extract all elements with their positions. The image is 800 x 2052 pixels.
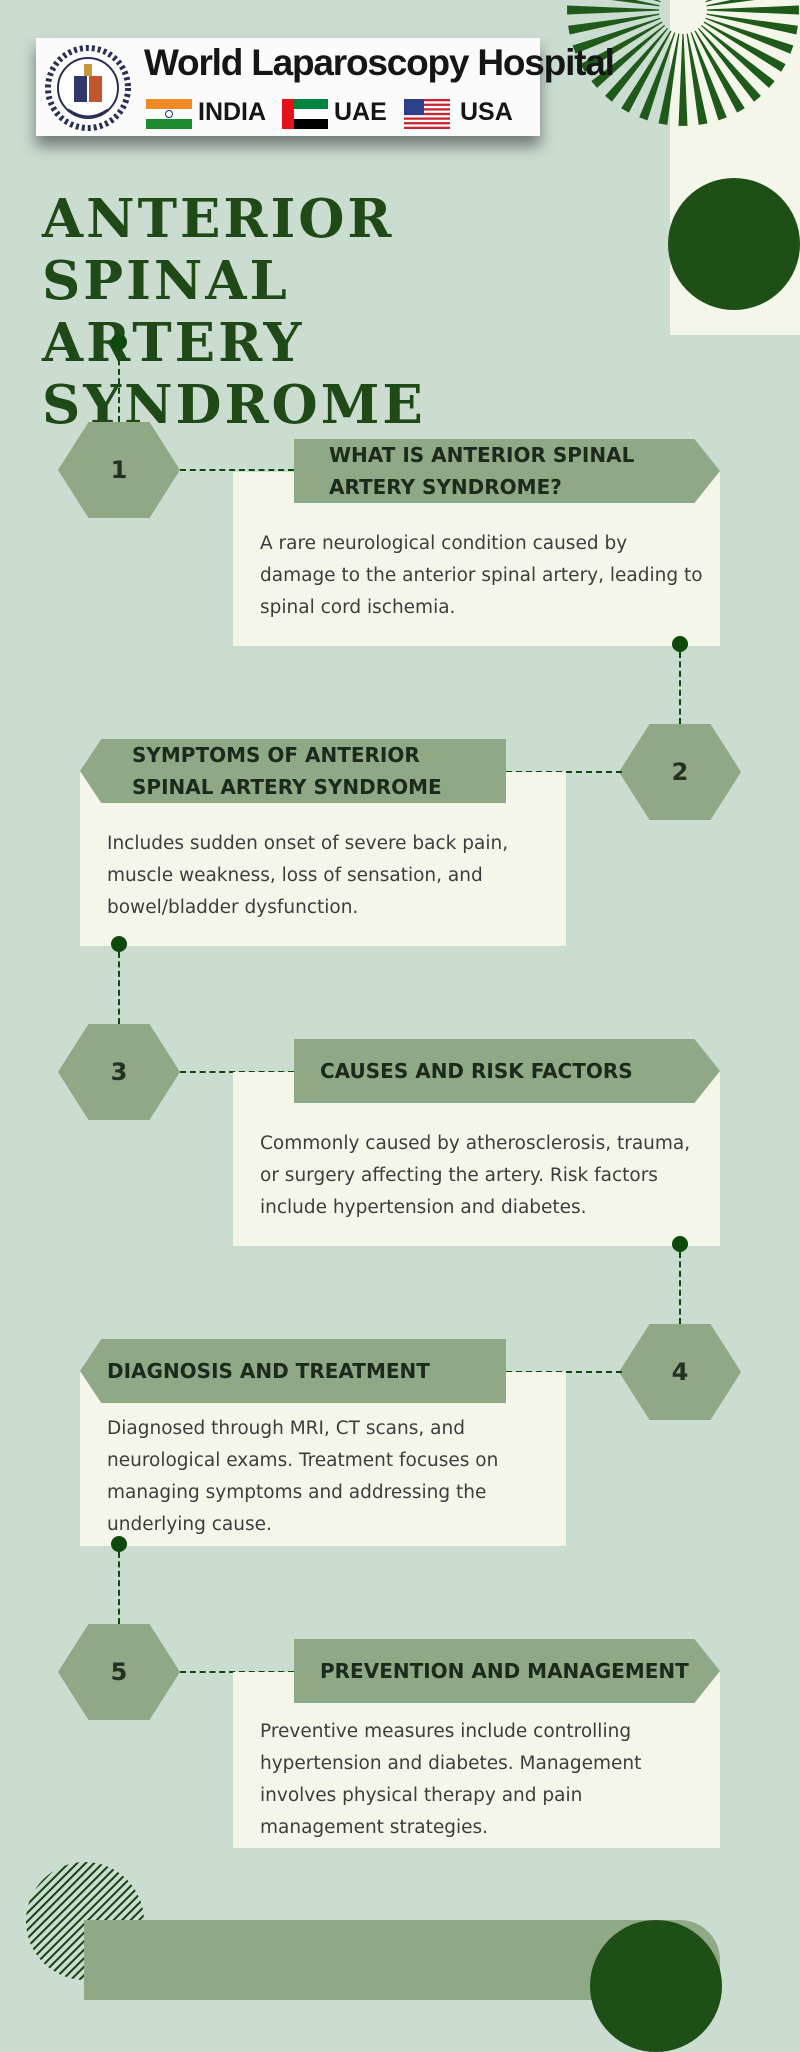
step-5-heading-banner: PREVENTION AND MANAGEMENT [294, 1639, 720, 1703]
step-1-description: A rare neurological condition caused by … [260, 533, 703, 618]
uae-flag-icon [282, 99, 328, 129]
sunburst-ray [706, 0, 755, 7]
sunburst-ray [678, 34, 688, 126]
step-3-heading: CAUSES AND RISK FACTORS [320, 1059, 633, 1083]
sunburst-ray [705, 17, 794, 54]
sunburst-ray [690, 32, 727, 121]
sunburst-ray [707, 5, 799, 15]
country-india: INDIA [198, 98, 267, 126]
step-5-heading: PREVENTION AND MANAGEMENT [320, 1659, 689, 1683]
step-4-description: Diagnosed through MRI, CT scans, and neu… [107, 1418, 499, 1535]
step-1-heading-banner: WHAT IS ANTERIOR SPINAL ARTERY SYNDROME? [294, 439, 720, 503]
timeline-dot [111, 1536, 127, 1552]
step-4-heading-banner: DIAGNOSIS AND TREATMENT [80, 1339, 506, 1403]
step-3-heading-banner: CAUSES AND RISK FACTORS [294, 1039, 720, 1103]
sunburst-ray [705, 0, 713, 3]
sunburst-ray [567, 5, 659, 15]
sunburst-ray [639, 32, 676, 121]
sunburst-ray [605, 28, 668, 102]
sunburst-ray [572, 17, 661, 54]
step-4-heading: DIAGNOSIS AND TREATMENT [107, 1359, 430, 1383]
sunburst-ray [580, 21, 663, 72]
flag-stripe [404, 117, 450, 120]
step-5-number-hexagon: 5 [58, 1624, 180, 1720]
timeline-dot [111, 936, 127, 952]
sunburst-ray [703, 21, 786, 72]
sunburst-ray [611, 0, 660, 7]
step-4-number-hexagon: 4 [619, 1324, 741, 1420]
timeline-connector [679, 1252, 681, 1324]
step-2-heading-line-2: SPINAL ARTERY SYNDROME [132, 775, 442, 799]
step-2-description: Includes sudden onset of severe back pai… [107, 833, 509, 918]
flag-stripe [404, 112, 450, 116]
sunburst-ray [621, 30, 672, 113]
timeline-connector [118, 350, 120, 422]
timeline-dot [672, 636, 688, 652]
hospital-seal-logo [45, 45, 131, 131]
footer-circle-decoration [590, 1920, 722, 2052]
timeline-dot [672, 1236, 688, 1252]
sunburst-ray [701, 25, 775, 88]
flag-stripe [404, 99, 450, 102]
country-uae: UAE [334, 98, 387, 126]
title-line-2: ARTERY SYNDROME [42, 312, 426, 436]
flag-stripe [404, 122, 450, 125]
flag-stripe [404, 126, 450, 129]
page-title: ANTERIOR SPINAL ARTERY SYNDROME [42, 188, 662, 436]
timeline-dot [111, 334, 127, 350]
step-3-description: Commonly caused by atherosclerosis, trau… [260, 1133, 691, 1218]
country-usa: USA [460, 98, 513, 126]
sunburst-ray [686, 33, 708, 125]
timeline-connector [118, 952, 120, 1024]
step-2-heading-line-1: SYMPTOMS OF ANTERIOR [132, 743, 420, 767]
sunburst-ray [591, 25, 665, 88]
step-1-heading-line-1: WHAT IS ANTERIOR SPINAL [329, 443, 635, 467]
flag-stripe [404, 108, 450, 111]
hospital-name: World Laparoscopy Hospital [144, 42, 615, 83]
step-5-description: Preventive measures include controlling … [260, 1721, 642, 1838]
step-3-number-hexagon: 3 [58, 1024, 180, 1120]
timeline-connector [118, 1552, 120, 1624]
india-flag-icon [146, 99, 192, 129]
step-1-number-hexagon: 1 [58, 422, 180, 518]
sunburst-ray [658, 33, 680, 125]
step-1-heading-line-2: ARTERY SYNDROME? [329, 475, 562, 499]
sunburst-ray [706, 13, 798, 35]
flag-stripe [404, 103, 450, 106]
decorative-circle [668, 178, 800, 310]
timeline-connector [180, 469, 294, 471]
usa-flag-icon [404, 99, 450, 129]
step-2-heading-banner: SYMPTOMS OF ANTERIOR SPINAL ARTERY SYNDRO… [80, 739, 506, 803]
step-2-number-hexagon: 2 [619, 724, 741, 820]
sunburst-decoration [567, 0, 799, 126]
sunburst-ray [568, 13, 660, 35]
sunburst-ray [698, 28, 761, 102]
sunburst-ray [653, 0, 661, 3]
timeline-connector [679, 652, 681, 724]
sunburst-ray [694, 30, 745, 113]
title-line-1: ANTERIOR SPINAL [42, 188, 395, 312]
hospital-logo-banner[interactable]: World Laparoscopy Hospital INDIA UAE USA [36, 38, 615, 136]
